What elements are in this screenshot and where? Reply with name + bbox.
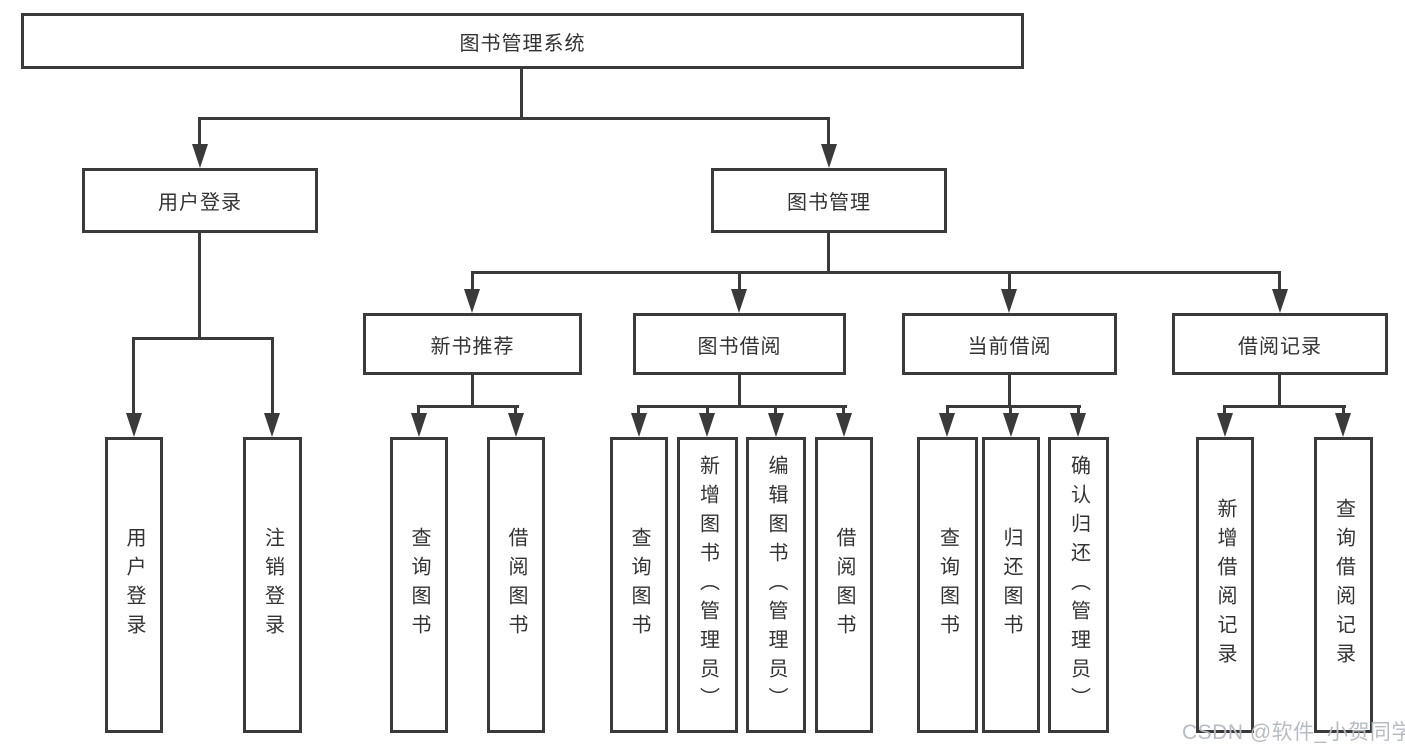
arrowhead-icon <box>1272 289 1288 313</box>
leaf-return-book: 归还图书 <box>982 437 1040 733</box>
node-new-book-recommend-label: 新书推荐 <box>430 335 515 358</box>
arrowhead-icon <box>464 289 480 313</box>
connector-line <box>1077 405 1080 415</box>
leaf-borrow-book-1-label: 借阅图书 <box>505 527 527 643</box>
connector-line <box>417 405 420 415</box>
connector-line <box>271 337 274 417</box>
leaf-query-book-1-label: 查询图书 <box>408 527 430 643</box>
connector-line <box>1223 405 1346 408</box>
leaf-query-borrow-record: 查询借阅记录 <box>1314 437 1373 733</box>
connector-line <box>738 375 741 407</box>
connector-line <box>1008 375 1011 407</box>
connector-line <box>1278 375 1281 407</box>
arrowhead-icon <box>508 413 524 437</box>
node-user-login: 用户登录 <box>82 168 318 233</box>
connector-line <box>738 271 741 291</box>
leaf-query-borrow-record-label: 查询借阅记录 <box>1332 498 1355 672</box>
arrowhead-icon <box>768 413 784 437</box>
connector-line <box>946 405 949 415</box>
connector-line <box>471 375 474 407</box>
arrowhead-icon <box>821 144 837 168</box>
leaf-query-book-3-label: 查询图书 <box>936 527 959 643</box>
connector-line <box>1278 271 1281 291</box>
leaf-borrow-book-2-label: 借阅图书 <box>833 527 855 643</box>
node-borrow-record: 借阅记录 <box>1172 313 1388 375</box>
connector-line <box>1342 405 1345 415</box>
arrowhead-icon <box>939 413 955 437</box>
arrowhead-icon <box>192 144 208 168</box>
connector-line <box>827 232 830 274</box>
leaf-add-borrow-record-label: 新增借阅记录 <box>1214 498 1236 672</box>
node-root: 图书管理系统 <box>21 13 1024 69</box>
node-book-borrow-label: 图书借阅 <box>697 335 782 358</box>
leaf-query-book-3: 查询图书 <box>917 437 978 733</box>
node-book-borrow: 图书借阅 <box>633 313 846 375</box>
node-current-borrow: 当前借阅 <box>902 313 1117 375</box>
leaf-edit-book-admin: 编辑图书（管理员） <box>746 437 806 733</box>
connector-line <box>198 117 830 120</box>
leaf-user-login-label: 用户登录 <box>123 527 145 643</box>
connector-line <box>520 69 523 119</box>
leaf-logout-label: 注销登录 <box>261 527 284 643</box>
leaf-borrow-book-1: 借阅图书 <box>487 437 545 733</box>
arrowhead-icon <box>1001 289 1017 313</box>
connector-line <box>946 405 1081 408</box>
connector-line <box>417 405 519 408</box>
arrowhead-icon <box>264 413 280 437</box>
connector-line <box>1008 271 1011 291</box>
node-current-borrow-label: 当前借阅 <box>967 335 1052 358</box>
arrowhead-icon <box>1003 413 1019 437</box>
arrowhead-icon <box>699 413 715 437</box>
connector-line <box>132 337 135 417</box>
node-root-label: 图书管理系统 <box>459 32 586 55</box>
arrowhead-icon <box>836 413 852 437</box>
connector-line <box>637 405 847 408</box>
leaf-edit-book-admin-label: 编辑图书（管理员） <box>765 454 787 716</box>
connector-line <box>514 405 517 415</box>
arrowhead-icon <box>1335 413 1351 437</box>
node-new-book-recommend: 新书推荐 <box>363 313 582 375</box>
leaf-logout: 注销登录 <box>243 437 302 733</box>
connector-line <box>471 271 1281 274</box>
csdn-watermark: CSDN @软件_小贺同学 <box>1182 721 1405 744</box>
leaf-add-book-admin: 新增图书（管理员） <box>677 437 738 733</box>
leaf-add-borrow-record: 新增借阅记录 <box>1196 437 1254 733</box>
connector-line <box>198 117 201 147</box>
connector-line <box>827 117 830 147</box>
node-borrow-record-label: 借阅记录 <box>1238 335 1322 358</box>
arrowhead-icon <box>126 413 142 437</box>
leaf-confirm-return-admin-label: 确认归还（管理员） <box>1067 454 1090 716</box>
arrowhead-icon <box>731 289 747 313</box>
connector-line <box>1009 405 1012 415</box>
arrowhead-icon <box>411 413 427 437</box>
connector-line <box>774 405 777 415</box>
connector-line <box>198 233 201 340</box>
leaf-confirm-return-admin: 确认归还（管理员） <box>1048 437 1109 733</box>
connector-line <box>1223 405 1226 415</box>
node-book-management-label: 图书管理 <box>787 192 871 214</box>
connector-line <box>471 271 474 291</box>
connector-line <box>842 405 845 415</box>
arrowhead-icon <box>631 413 647 437</box>
connector-line <box>706 405 709 415</box>
arrowhead-icon <box>1070 413 1086 437</box>
leaf-query-book-2: 查询图书 <box>610 437 668 733</box>
connector-line <box>637 405 640 415</box>
leaf-query-book-2-label: 查询图书 <box>628 527 650 643</box>
leaf-add-book-admin-label: 新增图书（管理员） <box>696 454 719 716</box>
node-user-login-label: 用户登录 <box>158 192 242 214</box>
node-book-management: 图书管理 <box>711 168 947 233</box>
leaf-user-login: 用户登录 <box>105 437 163 733</box>
leaf-query-book-1: 查询图书 <box>390 437 448 733</box>
arrowhead-icon <box>1217 413 1233 437</box>
leaf-return-book-label: 归还图书 <box>1000 527 1022 643</box>
connector-line <box>132 337 274 340</box>
leaf-borrow-book-2: 借阅图书 <box>815 437 873 733</box>
